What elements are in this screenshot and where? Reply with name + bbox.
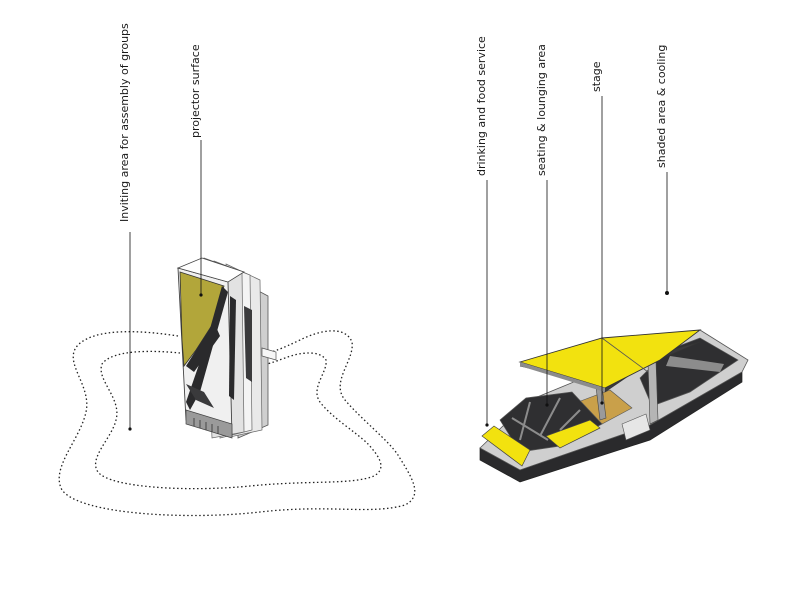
label-seating: seating & lounging area [535,44,548,176]
canopy-edge [520,362,605,392]
label-shaded: shaded area & cooling [655,45,668,168]
label-drinking: drinking and food service [475,36,488,176]
left-end-yellow-panel [481,425,531,467]
canopy-fold-line [601,337,649,373]
leader-dot-shaded [665,291,669,295]
labels: Inviting area for assembly of groups pro… [118,23,668,222]
right-seating-divider [666,356,724,372]
kiosk-dark-strut [244,306,252,382]
pavilion-object [479,329,749,483]
leader-lines [128,96,669,431]
platform-connector [621,413,651,441]
shading-canopy [518,329,702,389]
leader-dot-stage [600,401,604,405]
kiosk-side-notch [261,347,277,361]
kiosk-object [176,257,277,439]
leader-dot-seating [545,403,549,407]
canopy-column [647,361,659,425]
kiosk-base-teeth [193,418,219,434]
kiosk-dark-strut [186,322,220,372]
leader-dot-drinking [485,423,489,427]
assembly-inner-outline [95,350,382,490]
leader-dot-projector [199,293,203,297]
label-projector: projector surface [189,44,202,138]
projector-surface-panel [179,271,225,368]
kiosk-dark-strut [186,384,214,408]
assembly-area-outline [58,330,416,517]
kiosk-dark-strut [229,296,236,400]
label-stage: stage [590,61,603,92]
seating-struts [511,397,581,441]
leader-dot-assembly [128,427,132,431]
kiosk-top [176,257,245,283]
left-end-yellow-panel [545,419,601,449]
label-assembly: Inviting area for assembly of groups [118,23,131,222]
kiosk-base [185,409,233,439]
